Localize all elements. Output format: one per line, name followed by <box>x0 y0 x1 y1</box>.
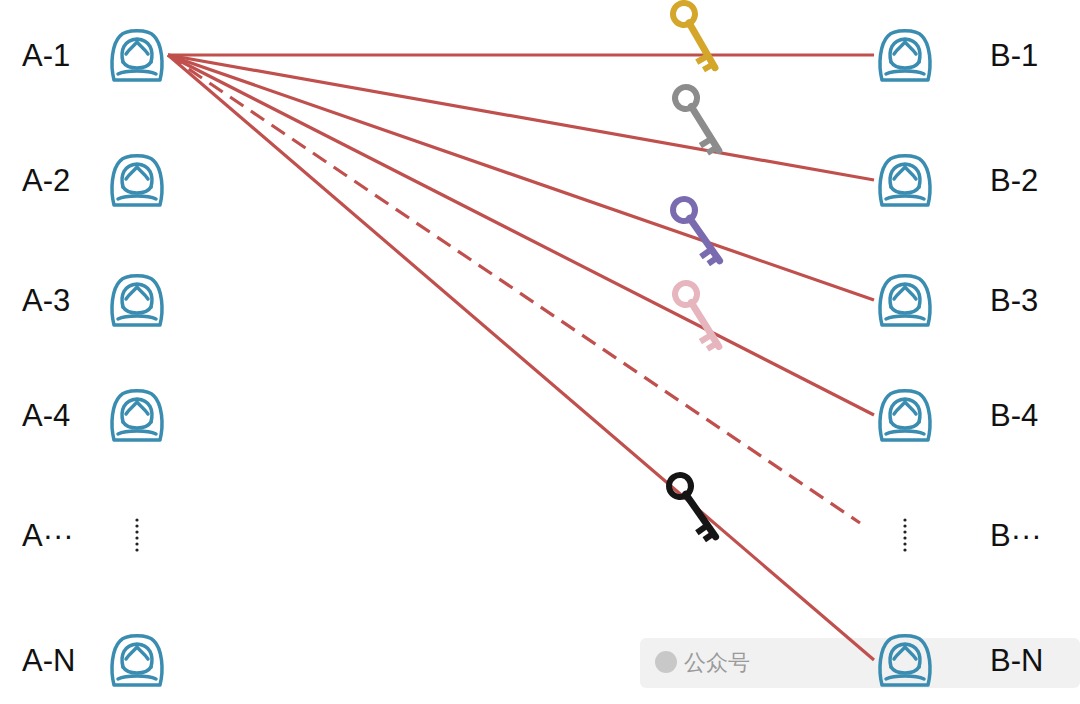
connector-line <box>168 55 860 523</box>
node-label: B-4 <box>990 400 1038 431</box>
person-icon <box>106 24 168 86</box>
node-label: A··· <box>22 520 106 551</box>
person-node: B··· <box>874 504 1042 566</box>
person-node: B-4 <box>874 384 1038 446</box>
node-label: A-2 <box>22 165 106 196</box>
person-icon <box>106 629 168 691</box>
person-icon <box>106 149 168 211</box>
pink-key <box>669 279 728 354</box>
connector-line <box>168 53 874 56</box>
purple-key <box>667 195 729 269</box>
connector-line <box>168 55 874 415</box>
person-icon <box>874 629 936 691</box>
watermark-icon <box>655 651 677 673</box>
person-node: A-3 <box>22 269 168 331</box>
ellipsis-dots <box>106 504 168 566</box>
watermark-band <box>640 638 1080 688</box>
person-icon <box>106 384 168 446</box>
gold-key <box>667 0 724 74</box>
person-node: B-1 <box>874 24 1038 86</box>
person-icon <box>874 384 936 446</box>
person-node: A-2 <box>22 149 168 211</box>
person-node: B-3 <box>874 269 1038 331</box>
connector-line <box>168 55 874 300</box>
watermark-text: 公众号 <box>684 648 750 678</box>
person-icon <box>874 269 936 331</box>
node-label: B-1 <box>990 40 1038 71</box>
ellipsis-dots <box>874 504 936 566</box>
connector-line <box>168 55 874 660</box>
node-label: B-N <box>990 645 1043 676</box>
person-node: A-4 <box>22 384 168 446</box>
node-label: B-2 <box>990 165 1038 196</box>
node-label: B··· <box>990 520 1042 551</box>
person-node: A-N <box>22 629 168 691</box>
person-icon <box>874 24 936 86</box>
person-node: A··· <box>22 504 168 566</box>
person-icon <box>874 149 936 211</box>
person-node: B-2 <box>874 149 1038 211</box>
connector-line <box>168 55 874 180</box>
black-key <box>663 471 725 545</box>
person-node: B-N <box>874 629 1043 691</box>
node-label: A-1 <box>22 40 106 71</box>
person-icon <box>106 269 168 331</box>
silver-key <box>669 83 728 158</box>
person-node: A-1 <box>22 24 168 86</box>
node-label: A-4 <box>22 400 106 431</box>
node-label: A-N <box>22 645 106 676</box>
node-label: B-3 <box>990 285 1038 316</box>
node-label: A-3 <box>22 285 106 316</box>
